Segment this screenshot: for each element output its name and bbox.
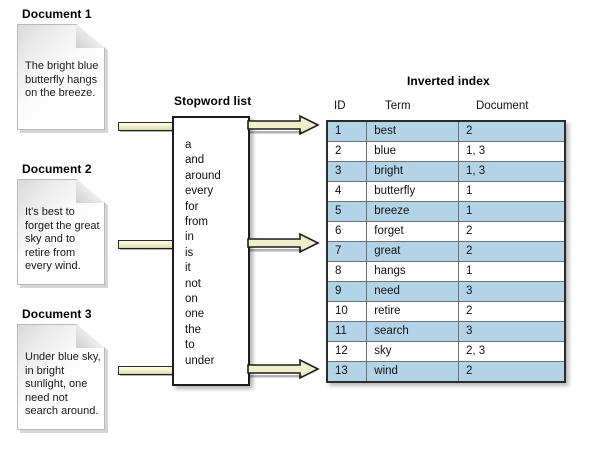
- table-row: 10 retire 2: [326, 301, 566, 322]
- cell-term: great: [366, 241, 459, 262]
- cell-term: search: [366, 321, 459, 342]
- table-row: 9 need 3: [326, 281, 566, 302]
- document-1-icon: The bright blue butterfly hangs on the b…: [17, 24, 108, 133]
- stopword-item: not: [185, 277, 201, 290]
- cell-document: 1: [457, 201, 566, 222]
- column-header-document: Document: [476, 100, 529, 112]
- cell-document: 2: [457, 241, 566, 262]
- stopword-item: a: [185, 139, 192, 151]
- stopword-item: is: [185, 246, 194, 259]
- cell-document: 1, 3: [457, 161, 566, 182]
- cell-document: 2: [457, 361, 566, 383]
- cell-document: 1: [457, 261, 566, 282]
- cell-id: 13: [326, 361, 368, 383]
- cell-id: 7: [326, 241, 368, 262]
- cell-id: 12: [326, 341, 368, 362]
- stopword-item: every: [185, 185, 214, 198]
- stopword-item: to: [185, 339, 195, 352]
- cell-document: 3: [457, 281, 566, 302]
- table-row: 3 bright 1, 3: [326, 161, 566, 182]
- inverted-index-title: Inverted index: [407, 74, 490, 88]
- cell-term: retire: [366, 301, 459, 322]
- document-3-label: Document 3: [22, 305, 92, 323]
- cell-id: 10: [326, 301, 368, 322]
- table-row: 7 great 2: [326, 241, 566, 262]
- stopword-item: on: [185, 293, 198, 306]
- document-3-text: Under blue sky, in bright sunlight, one …: [25, 351, 101, 417]
- arrow-document-3-to-stopword-list: [118, 366, 176, 376]
- table-row: 6 forget 2: [326, 221, 566, 242]
- arrow-stopword-list-to-index-3: [247, 358, 320, 380]
- stopword-item: under: [185, 354, 215, 367]
- stopword-list-label: Stopword list: [174, 92, 251, 110]
- table-row: 4 butterfly 1: [326, 181, 566, 202]
- table-row: 2 blue 1, 3: [326, 141, 566, 162]
- document-2-icon: It's best to forget the great sky and to…: [17, 179, 108, 288]
- cell-document: 2: [457, 301, 566, 322]
- cell-document: 1: [457, 181, 566, 202]
- cell-term: forget: [366, 221, 459, 242]
- document-2-label: Document 2: [22, 160, 92, 178]
- cell-id: 8: [326, 261, 368, 282]
- cell-document: 3: [457, 321, 566, 342]
- stopword-item: the: [185, 323, 201, 336]
- cell-id: 5: [326, 201, 368, 222]
- cell-term: breeze: [366, 201, 459, 222]
- table-row: 11 search 3: [326, 321, 566, 342]
- arrow-document-1-to-stopword-list: [118, 122, 176, 132]
- inverted-index-column-headers: ID Term Document: [326, 98, 566, 120]
- arrow-stopword-list-to-index-1: [247, 114, 320, 136]
- cell-term: need: [366, 281, 459, 302]
- stopword-list-items: a and around every for from in is it not…: [185, 138, 221, 369]
- page-fold-icon: [76, 24, 105, 48]
- document-3-icon: Under blue sky, in bright sunlight, one …: [17, 324, 108, 433]
- document-2-title: Document 2: [22, 162, 92, 176]
- cell-term: hangs: [366, 261, 459, 282]
- stopword-item: in: [185, 231, 194, 244]
- arrow-stopword-list-to-index-2: [247, 232, 320, 254]
- cell-id: 3: [326, 161, 368, 182]
- cell-id: 4: [326, 181, 368, 202]
- stopword-list-title: Stopword list: [174, 94, 252, 108]
- document-1-text: The bright blue butterfly hangs on the b…: [25, 60, 99, 99]
- stopword-item: it: [185, 262, 191, 275]
- cell-term: blue: [366, 141, 459, 162]
- table-row: 12 sky 2, 3: [326, 341, 566, 362]
- cell-id: 9: [326, 281, 368, 302]
- cell-id: 11: [326, 321, 368, 342]
- column-header-id: ID: [334, 100, 346, 112]
- stopword-list-box: [172, 116, 250, 386]
- cell-term: wind: [366, 361, 459, 383]
- document-1-title: Document 1: [22, 7, 92, 21]
- document-3-title: Document 3: [22, 307, 92, 321]
- inverted-index-label: Inverted index: [407, 72, 490, 90]
- cell-id: 2: [326, 141, 368, 162]
- cell-id: 6: [326, 221, 368, 242]
- stopword-item: one: [185, 308, 205, 321]
- document-1-label: Document 1: [22, 5, 92, 23]
- cell-id: 1: [326, 120, 368, 142]
- stopword-item: from: [185, 216, 208, 229]
- document-2-text: It's best to forget the great sky and to…: [25, 206, 100, 272]
- cell-document: 2: [457, 221, 566, 242]
- cell-document: 2: [457, 120, 566, 142]
- arrow-document-2-to-stopword-list: [118, 240, 176, 250]
- cell-document: 2, 3: [457, 341, 566, 362]
- column-header-term: Term: [385, 100, 411, 112]
- cell-term: sky: [366, 341, 459, 362]
- cell-term: butterfly: [366, 181, 459, 202]
- table-row: 13 wind 2: [326, 361, 566, 383]
- cell-term: bright: [366, 161, 459, 182]
- stopword-item: and: [185, 154, 205, 167]
- cell-document: 1, 3: [457, 141, 566, 162]
- stopword-item: around: [185, 169, 221, 182]
- cell-term: best: [366, 120, 459, 142]
- stopword-item: for: [185, 200, 199, 213]
- inverted-index-table: 1 best 2 2 blue 1, 3 3 bright 1, 3 4 but…: [326, 120, 566, 383]
- table-row: 8 hangs 1: [326, 261, 566, 282]
- table-row: 1 best 2: [326, 120, 566, 142]
- table-row: 5 breeze 1: [326, 201, 566, 222]
